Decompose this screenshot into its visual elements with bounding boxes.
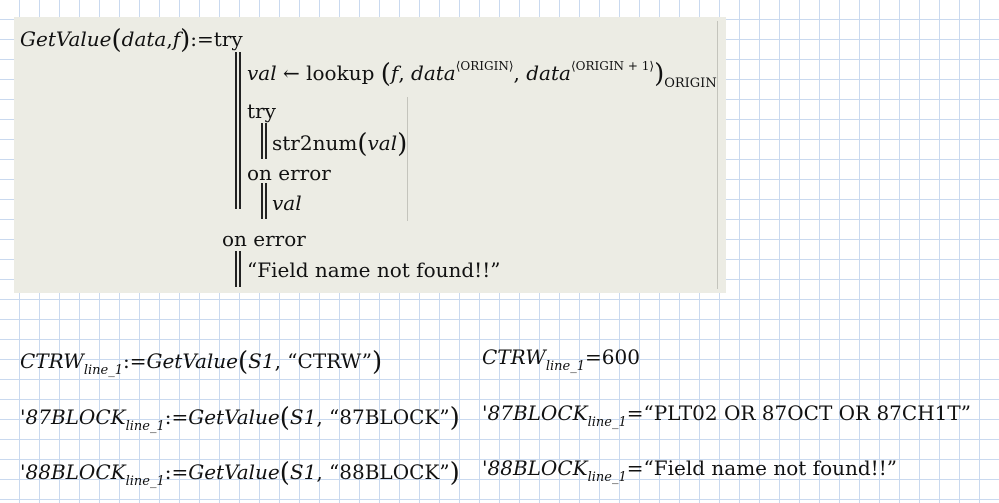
result-value: 600 [601,345,640,369]
inner-error-value: val [272,191,302,215]
assignment-line: val ← lookup (f, data⟨ORIGIN⟩, data⟨ORIG… [247,59,717,91]
87block-result[interactable]: '87BLOCKline_1=“PLT02 OR 87OCT OR 87CH1T… [482,401,971,430]
try-block-bar-2 [239,251,241,287]
try-block-bar [235,251,237,287]
88block-result[interactable]: '88BLOCKline_1=“Field name not found!!” [482,456,897,485]
88block-definition[interactable]: '88BLOCKline_1:=GetValue(S1, “88BLOCK”) [20,458,460,489]
ctrw-definition[interactable]: CTRWline_1:=GetValue(S1, “CTRW”) [20,347,383,378]
lookup-function: lookup [306,61,375,85]
function-definition-region[interactable]: GetValue(data,f):=try val ← lookup (f, d… [14,17,726,293]
val-variable: val [247,61,277,85]
origin-superscript: ⟨ORIGIN⟩ [455,59,514,73]
inner-try-bar [261,123,263,159]
outer-program-bar [235,52,237,209]
region-right-edge [717,21,718,289]
outer-on-error-keyword: on error [222,227,306,251]
param-data: data [121,27,167,51]
result-value: “PLT02 OR 87OCT OR 87CH1T” [643,401,971,425]
ctrw-result[interactable]: CTRWline_1=600 [482,345,640,374]
inner-error-bar [261,183,263,219]
function-name: GetValue [20,27,112,51]
outer-program-bar-2 [239,52,241,209]
inner-try-bar-2 [265,123,267,159]
define-operator: := [190,27,214,51]
outer-error-value: “Field name not found!!” [247,258,501,282]
origin-subscript: ORIGIN [664,76,717,91]
inner-try-right-edge [407,97,408,221]
inner-try-keyword: try [247,99,276,123]
origin-plus-one-superscript: ⟨ORIGIN + 1⟩ [570,59,655,73]
param-f: f [172,27,181,51]
inner-error-bar-2 [265,183,267,219]
result-value: “Field name not found!!” [643,456,897,480]
inner-on-error-keyword: on error [247,161,331,185]
function-signature: GetValue(data,f):=try [20,25,243,55]
try-keyword: try [213,27,243,51]
assign-arrow: ← [282,61,300,85]
str2num-call: str2num(val) [272,129,408,159]
87block-definition[interactable]: '87BLOCKline_1:=GetValue(S1, “87BLOCK”) [20,403,460,434]
